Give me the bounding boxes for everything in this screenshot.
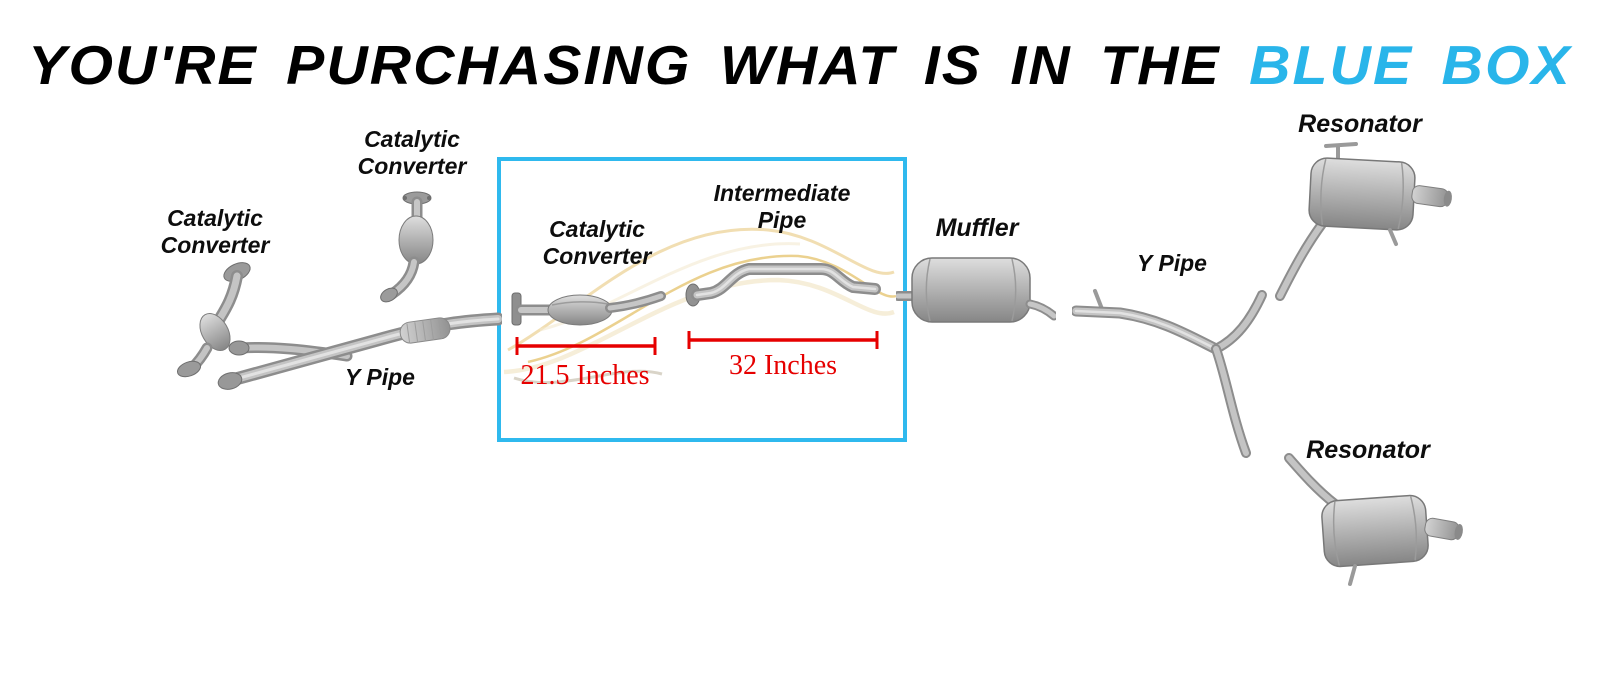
resonator-bottom-image: [1284, 453, 1463, 586]
page-title: YOU'RE PURCHASING WHAT IS IN THE BLUE BO…: [0, 37, 1600, 93]
measurement-text-32: 32 Inches: [728, 350, 838, 381]
label-resonator-bottom: Resonator: [1306, 436, 1430, 464]
y-pipe-left-image: [217, 312, 502, 390]
label-y-pipe-right: Y Pipe: [1137, 250, 1207, 276]
measurement-text-21-5: 21.5 Inches: [520, 360, 650, 391]
label-y-pipe-left: Y Pipe: [345, 364, 415, 390]
label-muffler: Muffler: [935, 214, 1019, 242]
muffler-image: [896, 257, 1056, 323]
label-catalytic-converter-left: Catalytic Converter: [160, 205, 270, 259]
label-intermediate-pipe: Intermediate Pipe: [713, 180, 851, 234]
title-highlight-blue-box: BLUE BOX: [1249, 33, 1572, 96]
label-resonator-top: Resonator: [1298, 110, 1422, 138]
resonator-top-image: [1275, 142, 1452, 301]
catalytic-converter-in-box-image: [511, 291, 666, 326]
catalytic-converter-left-image: [176, 262, 251, 378]
title-prefix: YOU'RE PURCHASING WHAT IS IN THE: [28, 33, 1221, 96]
measurement-line-32: [687, 331, 879, 349]
label-catalytic-converter-upper: Catalytic Converter: [357, 126, 467, 180]
y-pipe-right-image: [1072, 289, 1267, 458]
measurement-line-21-5: [515, 337, 657, 355]
label-catalytic-converter-in-box: Catalytic Converter: [542, 216, 652, 270]
intermediate-pipe-image: [685, 263, 881, 307]
catalytic-converter-upper-image: [380, 191, 434, 303]
